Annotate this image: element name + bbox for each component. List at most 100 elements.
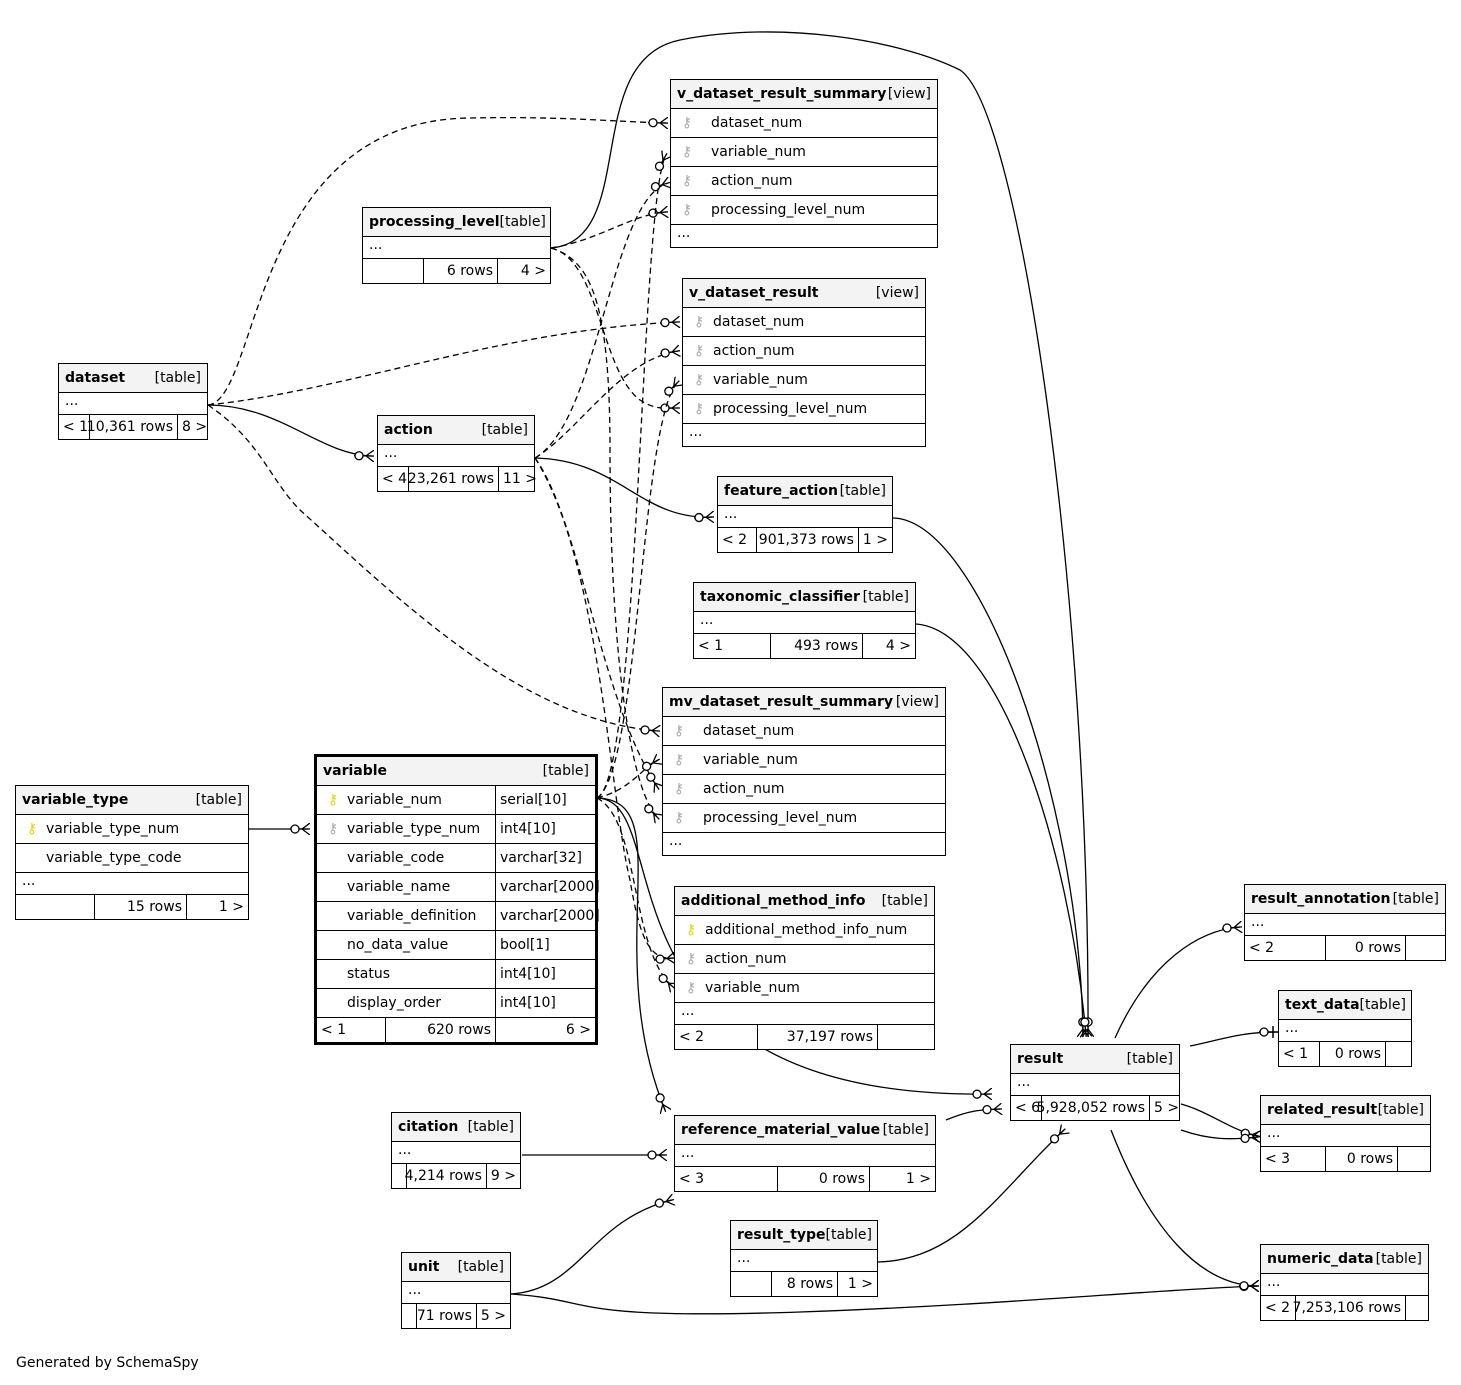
column-row[interactable]: ⚷variable_num: [683, 366, 925, 395]
parents-count[interactable]: < 1: [63, 419, 89, 435]
more-columns[interactable]: ...: [1261, 1274, 1428, 1296]
table-footer: < 4 23,261 rows 11 >: [378, 467, 537, 491]
children-count[interactable]: 9 >: [485, 1164, 520, 1188]
children-count[interactable]: 11 >: [498, 467, 541, 491]
table-v-dataset-result[interactable]: v_dataset_result[view] ⚷dataset_num ⚷act…: [682, 278, 926, 447]
table-action[interactable]: action[table] ... < 4 23,261 rows 11 >: [377, 415, 537, 492]
parents-count[interactable]: < 2: [1249, 940, 1275, 956]
foreign-key-icon: ⚷: [673, 810, 685, 826]
table-variable-type[interactable]: variable_type[table] ⚷variable_type_num …: [15, 785, 249, 920]
column-row[interactable]: ⚷dataset_num: [683, 308, 925, 337]
table-header: taxonomic_classifier[table]: [694, 583, 915, 612]
column-row[interactable]: ⚷processing_level_num: [663, 804, 945, 833]
table-header: variable_type[table]: [16, 786, 248, 815]
children-count[interactable]: 4 >: [497, 259, 550, 283]
parents-count[interactable]: < 3: [1265, 1151, 1291, 1167]
parents-count[interactable]: < 6: [1015, 1100, 1041, 1116]
column-row[interactable]: variable_type_code: [16, 844, 248, 873]
parents-count[interactable]: < 2: [679, 1029, 705, 1045]
children-count[interactable]: 1 >: [869, 1167, 935, 1191]
table-reference-material-value[interactable]: reference_material_value[table] ... < 3 …: [674, 1115, 936, 1192]
table-text-data[interactable]: text_data[table] ... < 1 0 rows: [1278, 990, 1412, 1067]
children-count[interactable]: 1 >: [837, 1272, 877, 1296]
parents-count[interactable]: < 2: [722, 532, 748, 548]
table-processing-level[interactable]: processing_level[table] ... 6 rows 4 >: [362, 207, 551, 284]
table-result-type[interactable]: result_type[table] ... 8 rows 1 >: [730, 1220, 878, 1297]
column-row[interactable]: ⚷variable_num: [671, 138, 937, 167]
table-v-dataset-result-summary[interactable]: v_dataset_result_summary[view] ⚷dataset_…: [670, 79, 938, 248]
more-columns[interactable]: ...: [731, 1250, 877, 1272]
table-citation[interactable]: citation[table] ... 4,214 rows 9 >: [391, 1112, 521, 1189]
table-additional-method-info[interactable]: additional_method_info[table] ⚷additiona…: [674, 886, 935, 1050]
children-count[interactable]: 5 >: [475, 1304, 510, 1328]
table-header: variable[table]: [317, 757, 595, 786]
more-columns[interactable]: ...: [59, 393, 207, 415]
column-row[interactable]: ⚷dataset_num: [671, 109, 937, 138]
more-columns[interactable]: ...: [718, 506, 892, 528]
column-row[interactable]: ⚷variable_type_num: [16, 815, 248, 844]
column-row[interactable]: ⚷action_num: [683, 337, 925, 366]
foreign-key-icon: ⚷: [685, 951, 697, 967]
children-count[interactable]: 4 >: [862, 634, 915, 658]
table-footer: 15 rows 1 >: [16, 895, 248, 919]
parents-count[interactable]: < 1: [698, 638, 724, 654]
more-columns[interactable]: ...: [16, 873, 248, 895]
more-columns[interactable]: ...: [677, 225, 691, 241]
more-columns[interactable]: ...: [689, 424, 703, 440]
more-columns[interactable]: ...: [1245, 914, 1445, 936]
foreign-key-icon: ⚷: [693, 372, 705, 388]
table-related-result[interactable]: related_result[table] ... < 3 0 rows: [1260, 1095, 1431, 1172]
more-columns[interactable]: ...: [675, 1003, 934, 1025]
more-columns[interactable]: ...: [1279, 1020, 1411, 1042]
column-row[interactable]: ⚷action_num: [671, 167, 937, 196]
table-mv-dataset-result-summary[interactable]: mv_dataset_result_summary[view] ⚷dataset…: [662, 687, 946, 856]
children-count[interactable]: 1 >: [857, 528, 892, 552]
more-columns[interactable]: ...: [378, 445, 534, 467]
column-row[interactable]: ⚷variable_num: [675, 974, 934, 1003]
row-count: 7,253,106 rows: [1293, 1296, 1405, 1320]
more-columns[interactable]: ...: [1261, 1125, 1430, 1147]
table-result-annotation[interactable]: result_annotation[table] ... < 2 0 rows: [1244, 884, 1446, 961]
table-dataset[interactable]: dataset[table] ... < 1 10,361 rows 8 >: [58, 363, 208, 440]
table-result[interactable]: result[table] ... < 6 5,928,052 rows 5 >: [1010, 1044, 1180, 1121]
parents-count[interactable]: < 2: [1265, 1300, 1291, 1316]
column-row[interactable]: ⚷additional_method_info_num: [675, 916, 934, 945]
table-feature-action[interactable]: feature_action[table] ... < 2 901,373 ro…: [717, 476, 893, 553]
column-row[interactable]: ⚷action_num: [675, 945, 934, 974]
column-row[interactable]: ⚷processing_level_num: [683, 395, 925, 424]
children-count[interactable]: 5 >: [1149, 1096, 1183, 1120]
table-numeric-data[interactable]: numeric_data[table] ... < 2 7,253,106 ro…: [1260, 1244, 1429, 1321]
children-count: [1405, 1296, 1428, 1320]
parents-count[interactable]: < 1: [321, 1022, 347, 1038]
table-taxonomic-classifier[interactable]: taxonomic_classifier[table] ... < 1 493 …: [693, 582, 916, 659]
more-columns[interactable]: ...: [694, 612, 915, 634]
children-count[interactable]: 1 >: [186, 895, 248, 919]
more-columns[interactable]: ...: [402, 1282, 510, 1304]
children-count[interactable]: 8 >: [177, 415, 211, 439]
parents-count[interactable]: < 1: [1283, 1046, 1309, 1062]
parents-count[interactable]: < 3: [679, 1171, 705, 1187]
column-row[interactable]: ⚷processing_level_num: [671, 196, 937, 225]
more-columns[interactable]: ...: [675, 1145, 935, 1167]
table-unit[interactable]: unit[table] ... 71 rows 5 >: [401, 1252, 511, 1329]
more-columns[interactable]: ...: [392, 1142, 520, 1164]
column-row[interactable]: ⚷dataset_num: [663, 717, 945, 746]
column-row[interactable]: ⚷action_num: [663, 775, 945, 804]
parents-count: [16, 895, 94, 919]
more-columns[interactable]: ...: [669, 833, 683, 849]
column-row[interactable]: ⚷variable_num: [663, 746, 945, 775]
children-count[interactable]: 6 >: [495, 1018, 595, 1042]
more-columns[interactable]: ...: [1011, 1074, 1179, 1096]
more-columns[interactable]: ...: [363, 237, 550, 259]
foreign-key-icon: ⚷: [681, 144, 693, 160]
parents-count[interactable]: < 4: [382, 471, 408, 487]
